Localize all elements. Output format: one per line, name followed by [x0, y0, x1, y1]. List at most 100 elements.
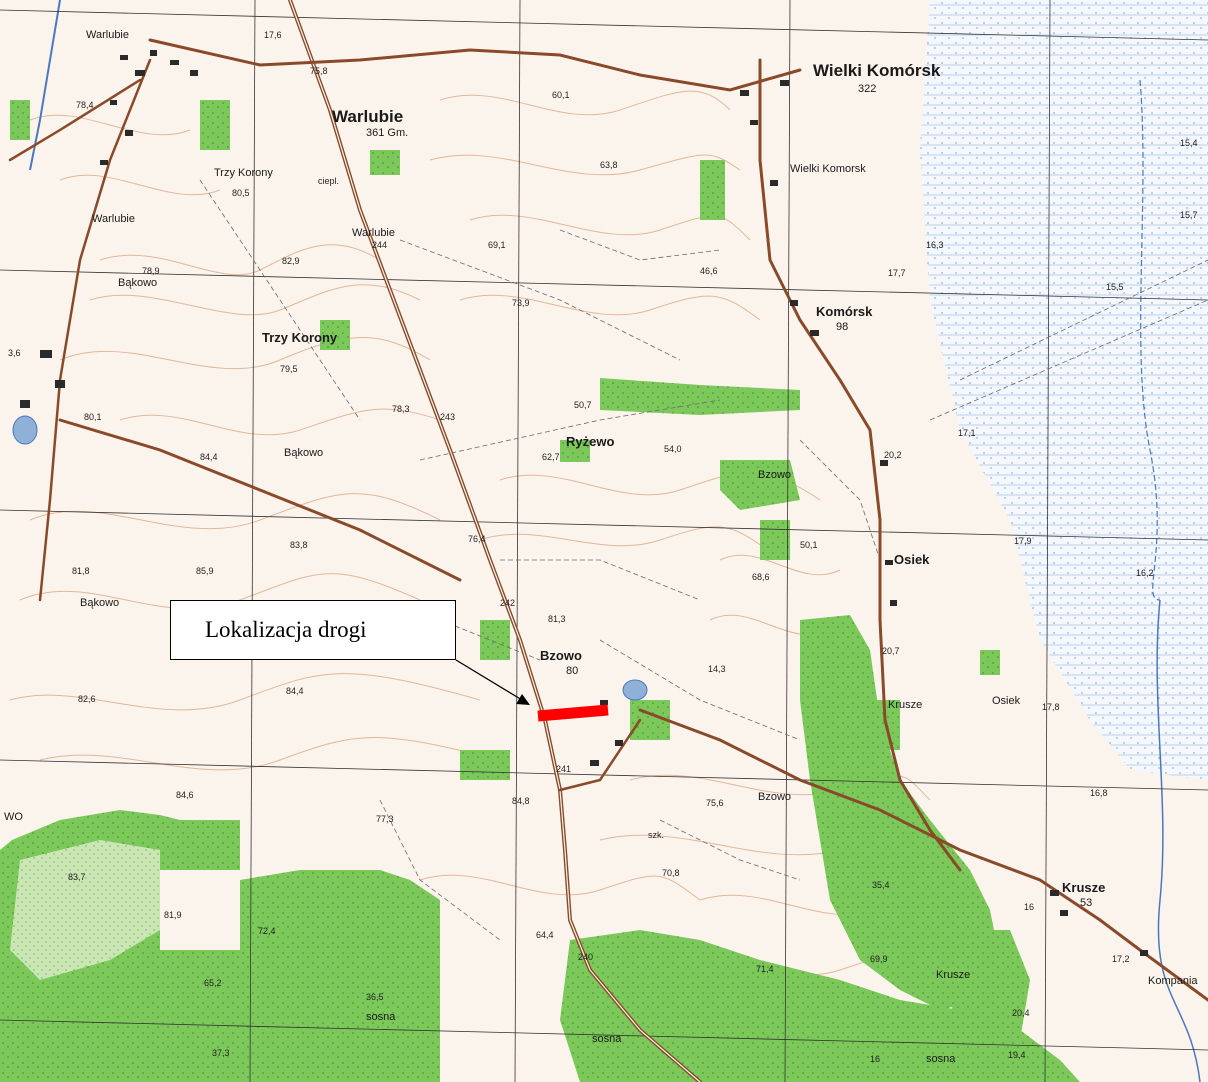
road-sw-stub: [558, 718, 642, 792]
forest-light-patch: [10, 840, 160, 980]
elev-e33: 83,7: [68, 872, 86, 882]
elev-e32: 75,6: [706, 798, 724, 808]
elev-e2: 63,8: [600, 160, 618, 170]
label-bzowo-sub: 80: [566, 665, 578, 677]
label-komorsk-sub: 98: [836, 321, 848, 333]
forest-patch-11: [320, 320, 350, 350]
label-krusze-3: Krusze: [936, 969, 970, 981]
elev-e52: 15,5: [1106, 282, 1124, 292]
label-wielki-komorsk-sub: 322: [858, 83, 876, 95]
label-sosna-2: sosna: [366, 1011, 396, 1023]
elev-e22: 68,6: [752, 572, 770, 582]
place-labels: Wielki Komórsk 322 Wielki Komorsk Warlub…: [4, 29, 1198, 1065]
label-warlubie: Warlubie: [332, 107, 403, 126]
forest-patch-4: [560, 440, 590, 462]
elev-e21: 50,1: [800, 540, 818, 550]
elev-e25: 20,7: [882, 646, 900, 656]
road-warlubie-komorsk: [148, 38, 802, 92]
road-number-242: 242: [500, 598, 515, 608]
label-trzy-korony-small: Trzy Korony: [214, 167, 273, 179]
elev-e43: 35,4: [872, 880, 890, 890]
stream-east: [1156, 599, 1201, 1082]
road-warlubie-sw: [38, 58, 152, 602]
elev-e56: 16,8: [1090, 788, 1108, 798]
road-main-ns-inner: [289, 0, 701, 1082]
forest-clearing: [160, 870, 240, 950]
elev-e26: 17,8: [1042, 702, 1060, 712]
elev-e46: 20,4: [1012, 1008, 1030, 1018]
elev-e14: 62,7: [542, 452, 560, 462]
elev-e54: 17,9: [1014, 536, 1032, 546]
pond-west: [12, 415, 38, 445]
label-trzy-korony: Trzy Korony: [262, 330, 338, 345]
elev-e31: 77,3: [376, 814, 394, 824]
callout-arrow: [455, 659, 530, 705]
road-numbers: 244 243 242 241 240: [372, 240, 593, 962]
annotations: ciepl. szk.: [318, 176, 664, 840]
forest-patch-1: [200, 100, 230, 150]
elev-e11: 78,3: [392, 404, 410, 414]
road-komorsk-south: [758, 58, 962, 872]
elev-e30: 84,8: [512, 796, 530, 806]
label-ryzewo: Ryżewo: [566, 434, 614, 449]
label-bzowo-2: Bzowo: [758, 469, 791, 481]
elev-e27: 82,6: [78, 694, 96, 704]
forest-komorsk-patch: [720, 460, 800, 510]
label-bakowo-1: Bąkowo: [118, 277, 157, 289]
label-krusze-2: Krusze: [888, 699, 922, 711]
forest-ryzewo-band: [600, 378, 800, 415]
tracks: [199, 179, 1208, 941]
elev-e8: 73,9: [512, 298, 530, 308]
label-krusze-sub: 53: [1080, 897, 1092, 909]
label-osiek: Osiek: [894, 552, 930, 567]
marsh-lines: [920, 0, 1208, 780]
elev-e17: 81,8: [72, 566, 90, 576]
elev-e37: 64,4: [536, 930, 554, 940]
label-warlubie-small: Warlubie: [352, 227, 395, 239]
elev-e24: 20,2: [884, 450, 902, 460]
elev-e10: 79,5: [280, 364, 298, 374]
callout-label: Lokalizacja drogi: [205, 617, 367, 642]
road-nw: [8, 78, 142, 162]
elev-e58: 75,8: [310, 66, 328, 76]
forest-east-strip: [800, 615, 1000, 1010]
annotation-ciepl: ciepl.: [318, 176, 339, 186]
road-west-diagonal: [58, 418, 462, 582]
elev-e35: 72,4: [258, 926, 276, 936]
elev-e47: 19,4: [1008, 1050, 1026, 1060]
forest-krusze-patch: [950, 930, 1030, 1060]
elev-e44: 16: [1024, 902, 1034, 912]
elev-e19: 76,4: [468, 534, 486, 544]
road-location-highlight[interactable]: [537, 704, 609, 722]
road-bzowo-krusze: [638, 708, 1208, 1002]
elev-e51: 15,7: [1180, 210, 1198, 220]
forest-patch-5: [760, 520, 790, 560]
elev-e6: 78,9: [142, 266, 160, 276]
label-warlubie-gm: 361 Gm.: [366, 127, 408, 139]
elev-e60: 80,1: [84, 412, 102, 422]
forest-patch-7: [460, 750, 510, 780]
label-warlubie-small2: Warlubie: [92, 213, 135, 225]
label-warlubie-topleft: Warlubie: [86, 29, 129, 41]
elev-e49: 17,7: [888, 268, 906, 278]
label-osiek-2: Osiek: [992, 695, 1021, 707]
forest-areas: [0, 100, 1080, 1082]
elev-e50: 15,4: [1180, 138, 1198, 148]
elev-e42: 69,9: [870, 954, 888, 964]
elev-e34: 81,9: [164, 910, 182, 920]
label-bakowo-3: Bąkowo: [80, 597, 119, 609]
main-roads: [8, 0, 1208, 1082]
elev-e9: 46,6: [700, 266, 718, 276]
road-number-244: 244: [372, 240, 387, 250]
elev-e36: 70,8: [662, 868, 680, 878]
elev-e23: 14,3: [708, 664, 726, 674]
label-krusze: Krusze: [1062, 880, 1105, 895]
settlements: [20, 50, 1148, 956]
road-number-243: 243: [440, 412, 455, 422]
elev-e57: 17,6: [264, 30, 282, 40]
label-kompania: Kompania: [1148, 975, 1198, 987]
forest-patch-10: [10, 100, 30, 140]
elev-e41: 71,4: [756, 964, 774, 974]
